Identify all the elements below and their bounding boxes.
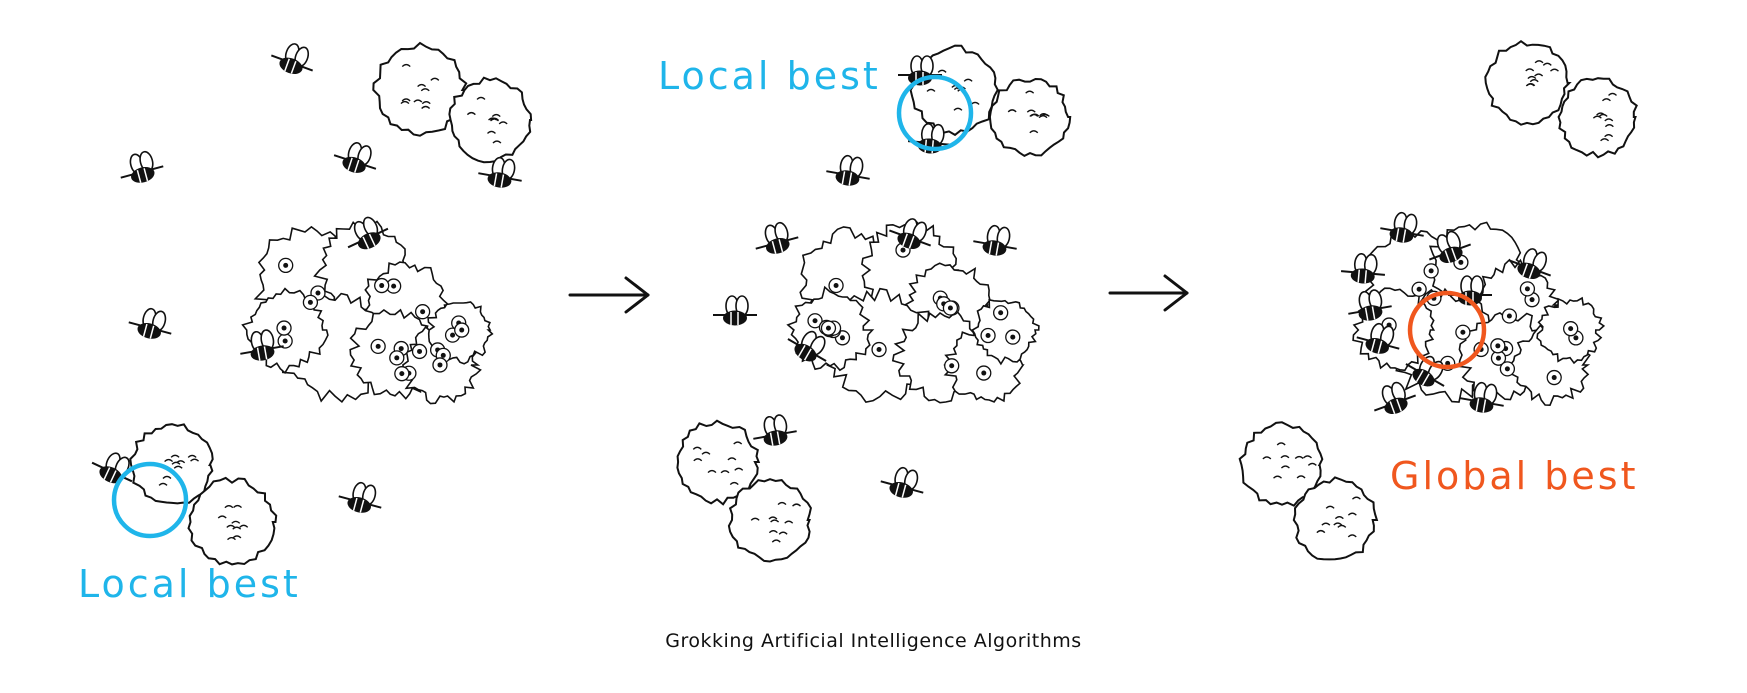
bee-icon bbox=[240, 329, 284, 361]
bee-icon bbox=[880, 466, 924, 498]
global-best-ring-panel-3 bbox=[1407, 290, 1487, 370]
arrow-right-icon bbox=[568, 276, 650, 314]
bee-icon bbox=[1428, 230, 1472, 264]
bee-icon bbox=[888, 218, 932, 249]
bee-icon bbox=[270, 43, 314, 74]
shrub-icon bbox=[1292, 476, 1379, 561]
bee-icon bbox=[755, 221, 799, 254]
bee-icon bbox=[973, 224, 1017, 256]
bee-icon bbox=[120, 150, 164, 183]
bee-icon bbox=[753, 414, 797, 446]
shrub-icon bbox=[187, 476, 278, 566]
bee-icon bbox=[333, 142, 377, 173]
bee-icon bbox=[338, 481, 382, 513]
shrub-icon bbox=[1484, 39, 1572, 126]
shrub-icon bbox=[448, 76, 533, 164]
bee-icon bbox=[826, 154, 870, 186]
bee-icon bbox=[1448, 275, 1492, 306]
book-caption: Grokking Artificial Intelligence Algorit… bbox=[665, 630, 1082, 652]
arrow-right-icon bbox=[1108, 274, 1189, 312]
bee-icon bbox=[347, 216, 389, 250]
local-best-ring-panel-1 bbox=[111, 461, 189, 539]
shrub-icon bbox=[676, 419, 761, 506]
bee-icon bbox=[787, 330, 827, 362]
shrub-icon bbox=[129, 423, 214, 505]
bee-icon bbox=[1340, 252, 1386, 284]
bee-icon bbox=[1460, 381, 1504, 413]
bee-icon bbox=[128, 307, 172, 339]
bee-icon bbox=[478, 156, 522, 188]
flower-bush-icon bbox=[786, 220, 1040, 404]
flower-bush-icon bbox=[241, 220, 494, 405]
shrub-icon bbox=[1238, 421, 1324, 507]
shrub-icon bbox=[727, 478, 812, 563]
bee-icon bbox=[1348, 289, 1392, 321]
shrub-icon bbox=[372, 41, 468, 137]
bee-icon bbox=[1373, 381, 1417, 415]
shrub-icon bbox=[988, 77, 1072, 158]
global-best-label-panel-3: Global best bbox=[1390, 454, 1639, 498]
shrub-icon bbox=[1557, 77, 1638, 159]
local-best-label-panel-2: Local best bbox=[658, 54, 881, 98]
bee-icon bbox=[1356, 322, 1400, 354]
local-best-ring-panel-2 bbox=[896, 74, 974, 152]
local-best-label-panel-1: Local best bbox=[78, 562, 301, 606]
bee-icon bbox=[907, 122, 953, 154]
bee-icon bbox=[713, 295, 757, 326]
bee-icon bbox=[1508, 248, 1552, 279]
bee-icon bbox=[1380, 211, 1424, 243]
